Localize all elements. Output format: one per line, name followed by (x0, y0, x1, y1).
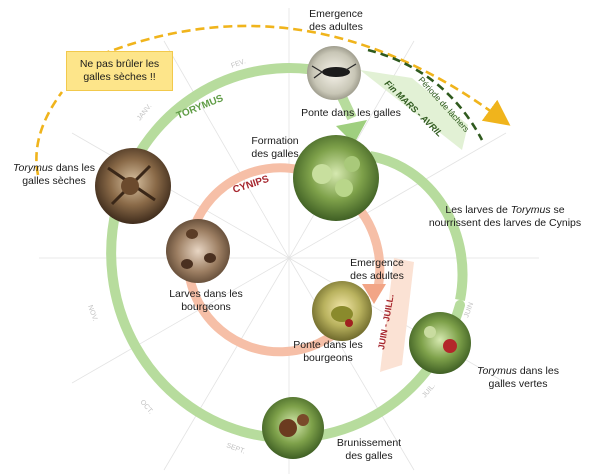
stage-ponte-bourgeons: Ponte dans les bourgeons (284, 339, 372, 365)
month-oct: OCT. (138, 399, 154, 416)
stage-formation-line1: Formation (240, 135, 310, 148)
stage-emergence-top-line2: des adultes (298, 21, 374, 34)
larves-torymus-italic: Torymus (511, 204, 551, 216)
warning-line-2: galles sèches !! (80, 71, 159, 84)
month-jan: JANV. (136, 103, 153, 122)
stage-larves-torymus: Les larves de Torymus se nourrissent des… (420, 204, 590, 230)
stage-formation-line2: des galles (240, 148, 310, 161)
stage-emergence-top: Emergence des adultes (298, 8, 374, 34)
month-nov: NOV. (86, 304, 98, 322)
larves-torymus-post: se (551, 204, 565, 216)
stage-larves-bourgeons: Larves dans les bourgeons (158, 288, 254, 314)
larves-torymus-line2: nourrissent des larves de Cynips (420, 217, 590, 230)
bud-larvae-photo (166, 219, 230, 283)
month-sep: SEPT. (225, 442, 246, 455)
brunissement-line2: des galles (326, 450, 412, 463)
torymus-cycle (111, 68, 460, 438)
torymus-vertes-line2: galles vertes (468, 378, 568, 391)
warning-box: Ne pas brûler les galles sèches !! (66, 51, 173, 91)
brown-gall-photo (262, 397, 324, 459)
torymus-seches-rest: dans les (53, 162, 95, 174)
ponte-bourgeons-line1: Ponte dans les (284, 339, 372, 352)
green-gall-photo (409, 312, 471, 374)
stage-ponte-galles: Ponte dans les galles (291, 107, 411, 120)
larves-bourgeons-line1: Larves dans les (158, 288, 254, 301)
warning-line-1: Ne pas brûler les (80, 58, 159, 71)
stage-emergence-mid: Emergence des adultes (339, 257, 415, 283)
month-feb: FEV. (230, 58, 246, 70)
stage-torymus-galles-seches: Torymus dans les galles sèches (6, 162, 102, 188)
stage-ponte-galles-text: Ponte dans les galles (291, 107, 411, 120)
larves-bourgeons-line2: bourgeons (158, 301, 254, 314)
stage-formation-galles: Formation des galles (240, 135, 310, 161)
torymus-seches-line2: galles sèches (6, 175, 102, 188)
wasp-photo (307, 46, 361, 100)
larves-torymus-pre: Les larves de (445, 204, 510, 216)
brunissement-line1: Brunissement (326, 437, 412, 450)
torymus-vertes-italic: Torymus (477, 365, 517, 377)
month-jun: JUIN (463, 302, 475, 319)
stage-emergence-top-line1: Emergence (298, 8, 374, 21)
stage-torymus-galles-vertes: Torymus dans les galles vertes (468, 365, 568, 391)
ponte-bourgeons-line2: bourgeons (284, 352, 372, 365)
month-jul: JUIL. (421, 382, 437, 399)
torymus-vertes-rest: dans les (517, 365, 559, 377)
stage-emergence-mid-line2: des adultes (339, 270, 415, 283)
opened-gall-photo (312, 281, 372, 341)
dry-gall-photo (95, 148, 171, 224)
stage-emergence-mid-line1: Emergence (339, 257, 415, 270)
torymus-seches-italic: Torymus (13, 162, 53, 174)
stage-brunissement: Brunissement des galles (326, 437, 412, 463)
